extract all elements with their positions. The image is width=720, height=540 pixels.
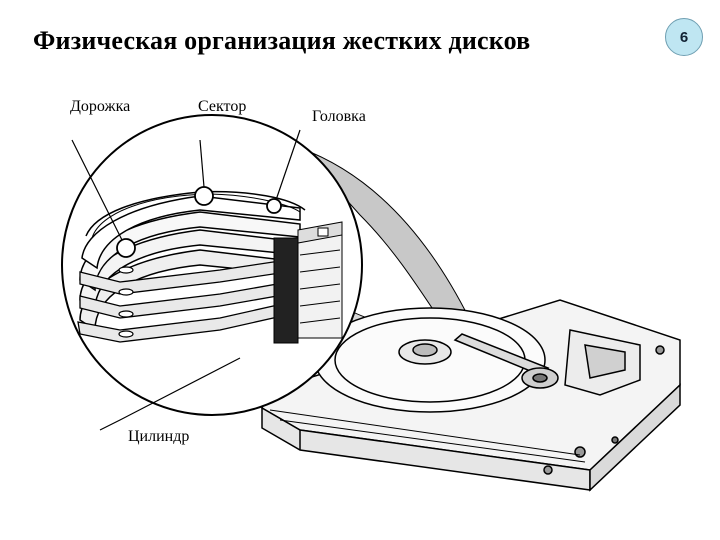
head-comb xyxy=(273,221,343,344)
label-head: Головка xyxy=(312,108,366,125)
label-sector: Сектор xyxy=(198,98,247,115)
label-track: Дорожка xyxy=(70,98,131,115)
label-cylinder: Цилиндр xyxy=(128,428,190,445)
hard-drive xyxy=(261,299,681,492)
magnified-view xyxy=(61,114,363,416)
leader-lines xyxy=(71,129,301,431)
slide-title: Физическая организация жестких дисков xyxy=(33,26,531,55)
slide-number-badge: 6 xyxy=(665,18,703,56)
